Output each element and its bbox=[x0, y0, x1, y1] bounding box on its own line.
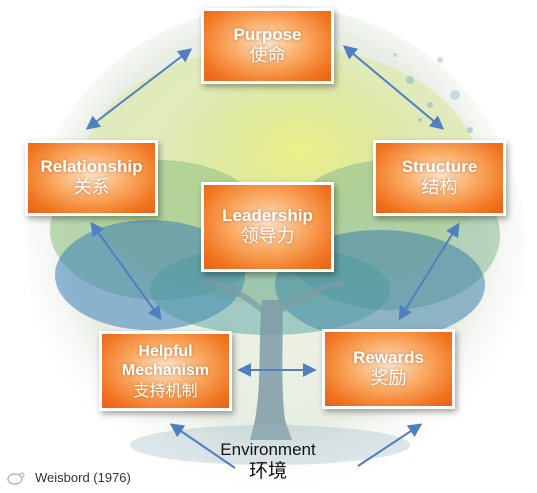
box-purpose-label-zh: 使命 bbox=[249, 45, 286, 67]
box-purpose: Purpose 使命 bbox=[201, 8, 334, 84]
box-structure: Structure 结构 bbox=[373, 140, 506, 216]
box-rewards-label-zh: 奖励 bbox=[370, 368, 407, 390]
tree-branch-right bbox=[280, 279, 346, 313]
box-structure-label-zh: 结构 bbox=[421, 177, 458, 199]
environment-label: Environment 环境 bbox=[205, 440, 331, 483]
citation-text: Weisbord (1976) bbox=[35, 470, 131, 485]
box-leadership: Leadership 领导力 bbox=[201, 182, 334, 272]
box-rewards-label: Rewards bbox=[353, 348, 424, 367]
box-relationship: Relationship 关系 bbox=[25, 140, 158, 216]
box-helpful-mechanism: Helpful Mechanism 支持机制 bbox=[99, 331, 232, 411]
box-relationship-label: Relationship bbox=[40, 157, 143, 176]
environment-label-zh: 环境 bbox=[248, 460, 287, 483]
box-structure-label: Structure bbox=[401, 157, 478, 176]
tree-branch-left bbox=[204, 277, 264, 313]
box-leadership-label: Leadership bbox=[222, 206, 313, 225]
box-rewards: Rewards 奖励 bbox=[322, 329, 455, 409]
box-leadership-label-zh: 领导力 bbox=[240, 226, 295, 248]
box-purpose-label: Purpose bbox=[233, 25, 302, 44]
box-relationship-label-zh: 关系 bbox=[73, 177, 110, 199]
watermark-logo-icon bbox=[7, 472, 25, 485]
environment-label-en: Environment bbox=[220, 440, 316, 459]
box-helpful-mechanism-label-zh: 支持机制 bbox=[133, 380, 198, 400]
box-helpful-mechanism-label: Helpful Mechanism bbox=[121, 343, 210, 380]
